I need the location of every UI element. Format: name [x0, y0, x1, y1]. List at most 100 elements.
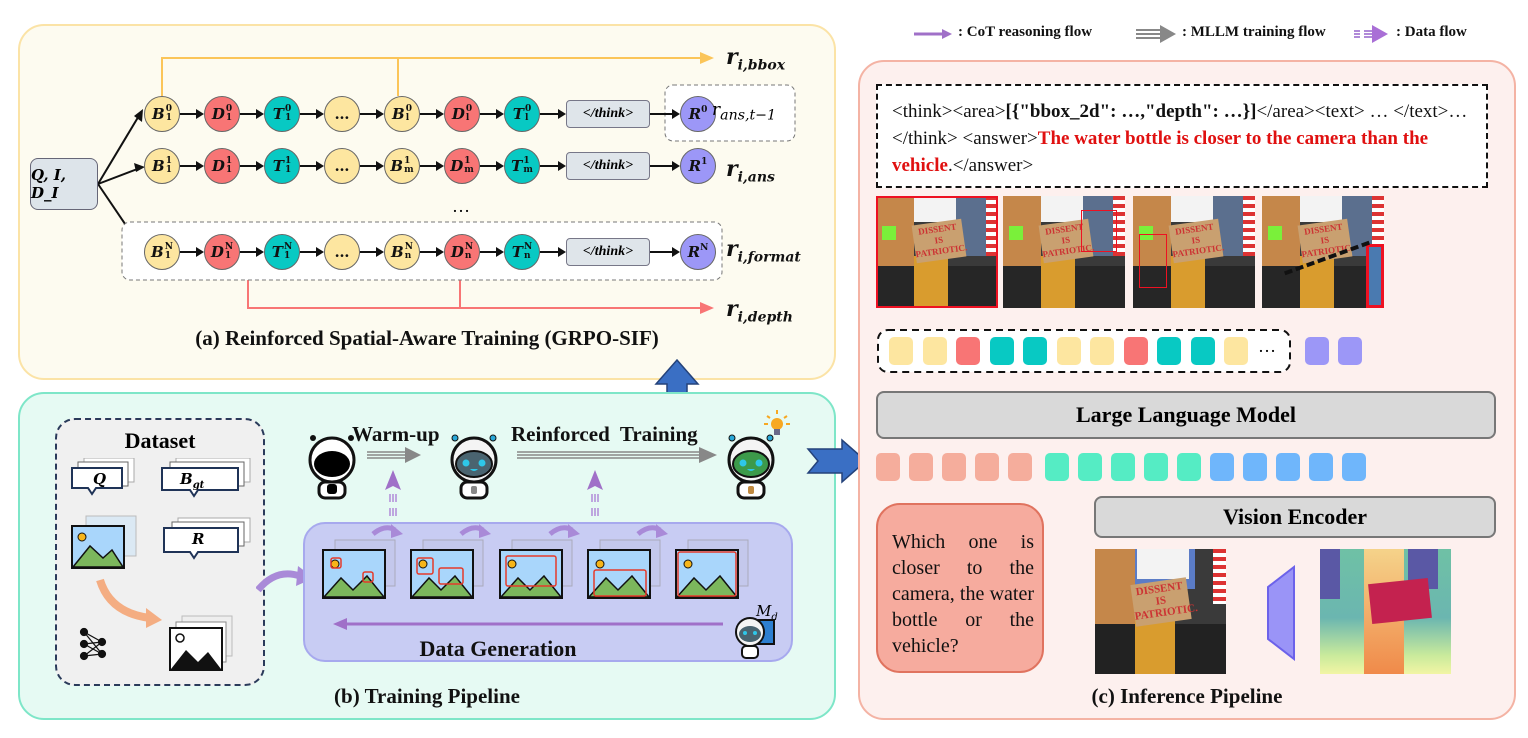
step-curved-arrow-icon [548, 524, 580, 538]
output-json: [{"bbox_2d": …,"depth": …}] [1005, 101, 1257, 122]
text-token [1023, 337, 1047, 365]
generation-frame-icon [410, 539, 484, 599]
bbox-highlight [1366, 244, 1384, 308]
data-flow-up-arrow-icon [587, 470, 603, 516]
bbox-highlight [1081, 210, 1117, 252]
ellipsis-node: … [324, 148, 360, 184]
output-mid-text: </area><text> … </text>…</think> <answer… [892, 101, 1468, 149]
dataset-q-label: Q [93, 470, 107, 488]
data-flow-arrow-icon [1354, 25, 1388, 43]
legend-data-flow: : Data flow [1396, 24, 1467, 40]
generation-steps [322, 524, 749, 630]
mllm-flow-arrow-icon [1136, 25, 1176, 43]
ellipsis-node: … [324, 234, 360, 270]
think-end-node: </think> [566, 152, 650, 180]
rows-ellipsis: … [452, 196, 470, 216]
base-robot-icon [308, 435, 356, 500]
dataset-r-label: R [192, 530, 205, 548]
question-card-icon [71, 458, 135, 496]
dataset-bgt-label: Bgt [180, 470, 205, 491]
depth-token [1144, 453, 1168, 481]
bbox-token [889, 337, 913, 365]
depth-token [1045, 453, 1069, 481]
generation-frame-icon [499, 539, 573, 599]
legend-mllm-flow: : MLLM training flow [1182, 24, 1326, 40]
reinforced-arrow-icon [517, 451, 703, 459]
teacher-robot-icon [735, 617, 775, 659]
panel-a-caption: (a) Reinforced Spatial-Aware Training (G… [195, 326, 659, 350]
reward-bbox: ri,bbox [726, 44, 786, 74]
question-token [975, 453, 999, 481]
image-token [1309, 453, 1333, 481]
bbox-reward-line [161, 57, 399, 96]
question-text: Which one is closer to the camera, the w… [892, 531, 1034, 657]
question-token [876, 453, 900, 481]
warmup-label: Warm-up [352, 422, 440, 446]
legend-cot-flow: : CoT reasoning flow [958, 24, 1093, 40]
image-token [1342, 453, 1366, 481]
image-token [1276, 453, 1300, 481]
think-end-node: </think> [566, 238, 650, 266]
dataset-contents [71, 458, 251, 671]
model-md-label: Md [756, 602, 778, 623]
bbox-highlight [1139, 234, 1167, 288]
reasoning-card-icon [163, 517, 251, 560]
reinforced-training-label: Reinforced Training [511, 422, 698, 446]
legend: : CoT reasoning flow : MLLM training flo… [912, 22, 1522, 50]
image-token [1243, 453, 1267, 481]
depth-token [1111, 453, 1135, 481]
depth-conversion-arrow-icon [96, 578, 151, 622]
bbox-token [922, 337, 947, 365]
reward-ans: ri,ans [726, 156, 775, 186]
large-language-model-block: Large Language Model [876, 391, 1496, 439]
bbox-token [1224, 337, 1248, 365]
bbox-highlight [876, 196, 998, 308]
answer-token [1338, 337, 1362, 365]
question-token [909, 453, 933, 481]
dataset-title: Dataset [124, 428, 196, 453]
encoder-trapezoid-icon [1267, 565, 1295, 661]
think-end-node: </think> [566, 100, 650, 128]
lightbulb-icon [764, 410, 790, 435]
question-token [942, 453, 966, 481]
reward-format: ri,format [726, 236, 801, 266]
bbox-token [1090, 337, 1114, 365]
generation-frame-icon [587, 539, 661, 599]
data-generation-label: Data Generation [419, 636, 577, 661]
output-answer-close: .</answer> [947, 155, 1034, 176]
answer-token [1305, 337, 1329, 365]
panel-reinforced-training [18, 24, 836, 380]
cot-flow-arrow-icon [914, 29, 952, 39]
depth-reward-line [247, 266, 461, 309]
ellipsis-node: … [324, 96, 360, 132]
bbox-gt-card-icon [161, 458, 251, 498]
vision-encoder-label: Vision Encoder [1222, 504, 1368, 529]
generation-back-arrow-icon [333, 618, 723, 630]
output-think-tag: <think><area> [892, 101, 1006, 122]
step-curved-arrow-icon [371, 524, 403, 538]
output-answer: The water bottle is closer to the camera… [892, 128, 1429, 176]
generation-frame-icon [322, 539, 396, 599]
depth-token [1078, 453, 1102, 481]
depth-token [1177, 453, 1201, 481]
reward-ans-prev: rans,t−1 [712, 100, 777, 124]
